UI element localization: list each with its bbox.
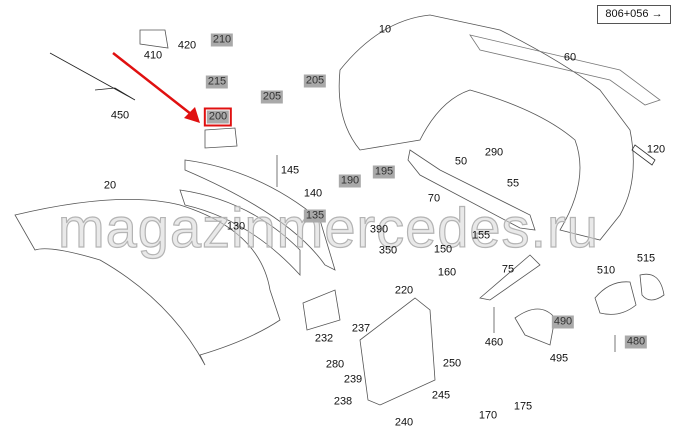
part-label-10[interactable]: 10 [378,23,392,36]
part-label-480[interactable]: 480 [624,335,648,349]
watermark: magazinmercedes.ru [57,196,599,259]
part-label-210[interactable]: 210 [210,33,234,47]
part-20-shape [14,198,281,366]
part-label-350[interactable]: 350 [378,244,398,257]
part-490-shape [514,308,556,346]
part-label-238[interactable]: 238 [333,395,353,408]
part-label-495[interactable]: 495 [549,352,569,365]
part-200-shape [204,127,238,149]
part-label-75[interactable]: 75 [501,263,515,276]
part-label-460[interactable]: 460 [484,336,504,349]
part-label-70[interactable]: 70 [427,192,441,205]
part-label-280[interactable]: 280 [325,358,345,371]
part-130-shape [179,189,301,277]
part-label-410[interactable]: 410 [143,49,163,62]
part-135-shape [184,159,336,271]
part-label-390[interactable]: 390 [369,223,389,236]
part-450-shape [49,52,136,101]
part-75-shape [479,254,541,301]
diagram-reference-button[interactable]: 806+056 → [597,5,671,24]
part-label-240[interactable]: 240 [394,416,414,429]
part-label-490[interactable]: 490 [551,315,575,329]
part-label-135[interactable]: 135 [303,209,327,223]
part-515-shape [639,273,665,301]
part-label-515[interactable]: 515 [636,252,656,265]
part-label-190[interactable]: 190 [338,174,362,188]
part-label-155[interactable]: 155 [471,229,491,242]
part-220-shape [359,297,436,406]
part-label-200-selected[interactable]: 200 [203,107,233,127]
part-label-50[interactable]: 50 [454,155,468,168]
part-label-160[interactable]: 160 [437,266,457,279]
part-label-290[interactable]: 290 [484,146,504,159]
part-label-510[interactable]: 510 [596,264,616,277]
part-label-205[interactable]: 205 [303,74,327,88]
part-label-220[interactable]: 220 [394,284,414,297]
part-label-60[interactable]: 60 [563,51,577,64]
part-label-195[interactable]: 195 [372,165,396,179]
part-label-140[interactable]: 140 [303,187,323,200]
part-label-205[interactable]: 205 [260,90,284,104]
pointer-arrowhead [184,107,200,123]
part-label-215[interactable]: 215 [205,75,229,89]
part-label-170[interactable]: 170 [478,409,498,422]
part-50-shape [407,149,536,231]
part-label-450[interactable]: 450 [110,109,130,122]
part-label-120[interactable]: 120 [646,143,666,156]
part-label-232[interactable]: 232 [314,332,334,345]
part-label-150[interactable]: 150 [433,243,453,256]
part-label-20[interactable]: 20 [103,179,117,192]
part-label-145[interactable]: 145 [280,164,300,177]
part-410-shape [139,29,169,49]
part-label-239[interactable]: 239 [343,373,363,386]
part-10-shape [338,14,634,241]
part-label-250[interactable]: 250 [442,357,462,370]
part-label-175[interactable]: 175 [513,400,533,413]
part-label-420[interactable]: 420 [177,39,197,52]
part-label-130[interactable]: 130 [226,220,246,233]
part-120-shape [631,144,656,166]
part-label-55[interactable]: 55 [506,177,520,190]
part-label-237[interactable]: 237 [351,322,371,335]
part-232-shape [302,289,341,331]
pointer-arrow [112,52,197,119]
part-60-shape [469,34,661,106]
part-510-shape [594,281,637,315]
part-label-245[interactable]: 245 [431,389,451,402]
